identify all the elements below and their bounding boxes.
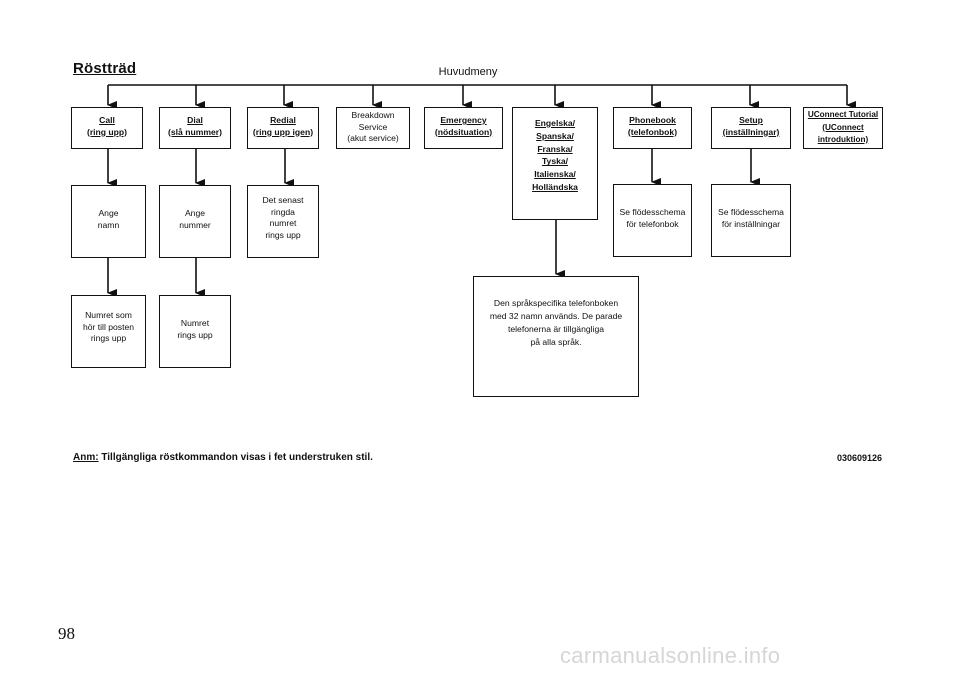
node-setup-chart-line-1: Se flödesschema bbox=[718, 207, 784, 217]
node-tutorial-line-3: introduktion) bbox=[817, 135, 869, 144]
node-phonebook-chart-line-2: för telefonbok bbox=[626, 218, 679, 229]
node-language-phonebook-info: Den språkspecifika telefonboken med 32 n… bbox=[473, 276, 639, 397]
node-call: Call (ring upp) bbox=[71, 107, 143, 149]
node-setup-line-2: (inställningar) bbox=[722, 126, 780, 137]
node-enter-name-line-1: Ange bbox=[98, 208, 119, 218]
node-breakdown-line-1: Breakdown bbox=[351, 110, 395, 120]
node-language-line-1: Engelska/ bbox=[534, 118, 576, 128]
node-breakdown-line-3: (akut service) bbox=[347, 133, 399, 143]
node-tutorial-line-1: UConnect Tutorial bbox=[807, 110, 879, 119]
node-setup-chart-line-2: för inställningar bbox=[721, 218, 781, 229]
node-language-line-5: Italienska/ bbox=[534, 169, 576, 180]
node-dial-line-2: (slå nummer) bbox=[168, 126, 222, 137]
node-dial-line-1: Dial bbox=[187, 115, 203, 125]
node-call-line-2: (ring upp) bbox=[86, 126, 128, 137]
node-setup: Setup (inställningar) bbox=[711, 107, 791, 149]
node-phonebook-line-2: (telefonbok) bbox=[627, 126, 678, 137]
node-phonebook-chart-line-1: Se flödesschema bbox=[619, 207, 686, 217]
node-redial-line-2: (ring upp igen) bbox=[252, 126, 314, 137]
node-entry-called-line-3: rings upp bbox=[90, 333, 127, 343]
node-emergency-line-2: (nödsituation) bbox=[434, 126, 493, 137]
footnote: Anm: Tillgängliga röstkommandon visas i … bbox=[73, 452, 373, 463]
node-tutorial-line-2: (UConnect bbox=[822, 122, 864, 132]
node-phonebook: Phonebook (telefonbok) bbox=[613, 107, 692, 149]
node-phonebook-chart: Se flödesschema för telefonbok bbox=[613, 184, 692, 257]
node-entry-called: Numret som hör till posten rings upp bbox=[71, 295, 146, 368]
page-number: 98 bbox=[58, 624, 75, 643]
footnote-prefix: Anm: bbox=[73, 452, 99, 463]
node-last-number-line-2: ringda bbox=[271, 206, 295, 217]
node-language: Engelska/ Spanska/ Franska/ Tyska/ Itali… bbox=[512, 107, 598, 220]
node-language-line-2: Spanska/ bbox=[536, 130, 574, 141]
node-last-number-line-3: numret bbox=[269, 218, 297, 228]
node-breakdown-service: Breakdown Service (akut service) bbox=[336, 107, 410, 149]
node-enter-number: Ange nummer bbox=[159, 185, 231, 258]
node-number-called-line-2: rings upp bbox=[177, 329, 213, 340]
node-dial: Dial (slå nummer) bbox=[159, 107, 231, 149]
node-language-line-4: Tyska/ bbox=[541, 156, 569, 167]
node-uconnect-tutorial: UConnect Tutorial (UConnect introduktion… bbox=[803, 107, 883, 149]
node-number-called-line-1: Numret bbox=[180, 318, 210, 328]
root-node-label: Huvudmeny bbox=[438, 66, 498, 78]
node-setup-line-1: Setup bbox=[739, 115, 763, 125]
node-breakdown-line-2: Service bbox=[358, 121, 388, 132]
node-enter-number-line-1: Ange bbox=[184, 208, 206, 218]
node-call-line-1: Call bbox=[99, 115, 115, 125]
node-language-info-line-2: med 32 namn används. De parade bbox=[489, 311, 623, 321]
node-last-number: Det senast ringda numret rings upp bbox=[247, 185, 319, 258]
diagram-title: Röstträd bbox=[73, 60, 137, 77]
node-phonebook-line-1: Phonebook bbox=[629, 115, 676, 125]
node-redial-line-1: Redial bbox=[270, 115, 296, 125]
node-language-info-line-4: på alla språk. bbox=[530, 337, 582, 347]
node-language-line-3: Franska/ bbox=[537, 143, 573, 154]
node-emergency: Emergency (nödsituation) bbox=[424, 107, 503, 149]
node-redial: Redial (ring upp igen) bbox=[247, 107, 319, 149]
footnote-text: Tillgängliga röstkommandon visas i fet u… bbox=[98, 452, 373, 463]
node-entry-called-line-1: Numret som bbox=[85, 310, 132, 320]
node-language-info-line-3: telefonerna är tillgängliga bbox=[507, 324, 605, 334]
node-enter-number-line-2: nummer bbox=[179, 219, 211, 230]
node-language-line-6: Holländska bbox=[532, 181, 578, 192]
node-last-number-line-1: Det senast bbox=[262, 195, 304, 205]
node-enter-name: Ange namn bbox=[71, 185, 146, 258]
node-last-number-line-4: rings upp bbox=[265, 229, 301, 240]
node-emergency-line-1: Emergency bbox=[440, 115, 487, 125]
node-language-info-line-1: Den språkspecifika telefonboken bbox=[493, 298, 619, 308]
figure-code: 030609126 bbox=[836, 453, 882, 463]
node-entry-called-line-2: hör till posten bbox=[82, 321, 135, 332]
node-setup-chart: Se flödesschema för inställningar bbox=[711, 184, 791, 257]
node-enter-name-line-2: namn bbox=[97, 219, 120, 230]
watermark: carmanualsonline.info bbox=[560, 643, 781, 668]
node-number-called: Numret rings upp bbox=[159, 295, 231, 368]
